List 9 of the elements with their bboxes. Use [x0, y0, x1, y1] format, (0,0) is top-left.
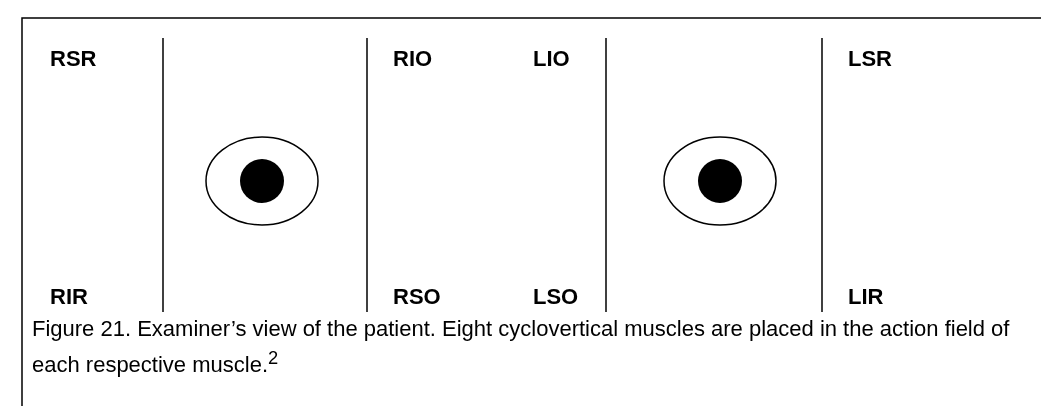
muscle-label: LIO	[533, 46, 570, 72]
muscle-label: LIR	[848, 284, 884, 310]
muscle-label: RSO	[393, 284, 441, 310]
muscle-label: RSR	[50, 46, 97, 72]
muscle-label: LSR	[848, 46, 892, 72]
muscle-label: RIO	[393, 46, 433, 72]
figure-caption: Figure 21. Examiner’s view of the patient. Eight cyclovertical muscles are placed in the action field of each respective muscle.$^{2}$	[32, 315, 1011, 380]
muscle-label: LSO	[533, 284, 579, 310]
muscle-label: RIR	[50, 284, 88, 310]
